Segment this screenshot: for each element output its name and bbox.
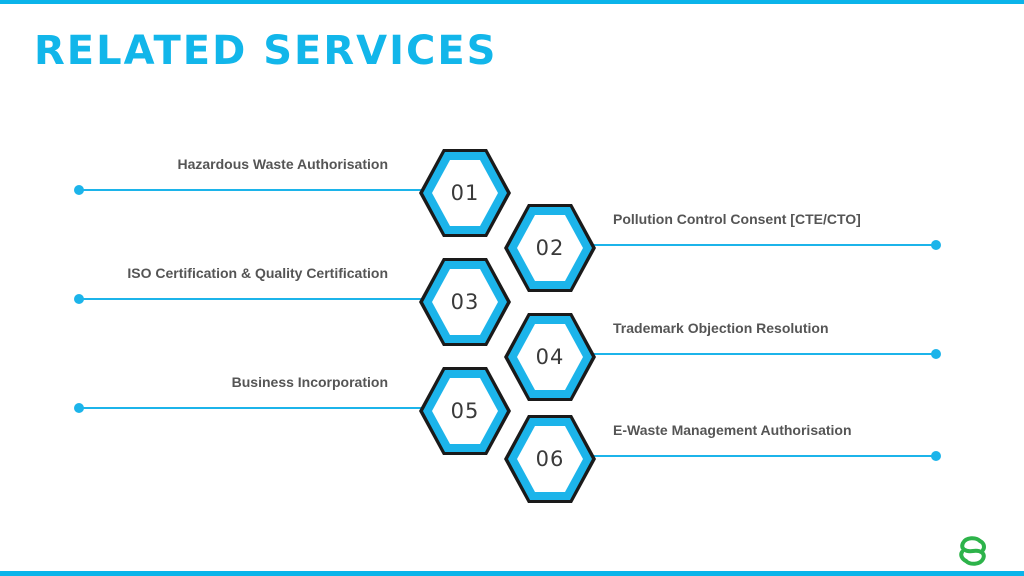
service-number-02: 02 — [535, 236, 565, 260]
service-hex-04: 04 — [502, 311, 598, 403]
connector-line-05 — [79, 407, 424, 409]
hexagon-shape — [504, 204, 596, 292]
service-number-03: 03 — [450, 290, 480, 314]
service-hex-05: 05 — [417, 365, 513, 457]
service-label-06: E-Waste Management Authorisation — [613, 422, 852, 438]
service-label-01: Hazardous Waste Authorisation — [177, 156, 388, 172]
company-logo-icon — [956, 535, 990, 567]
connector-dot-02 — [931, 240, 941, 250]
connector-line-04 — [590, 353, 936, 355]
top-accent-bar — [0, 0, 1024, 4]
connector-line-02 — [590, 244, 936, 246]
connector-line-03 — [79, 298, 424, 300]
hexagon-shape — [504, 415, 596, 503]
service-hex-03: 03 — [417, 256, 513, 348]
connector-dot-01 — [74, 185, 84, 195]
service-number-06: 06 — [535, 447, 565, 471]
service-number-05: 05 — [450, 399, 480, 423]
connector-dot-04 — [931, 349, 941, 359]
connector-line-01 — [79, 189, 424, 191]
service-hex-01: 01 — [417, 147, 513, 239]
service-label-05: Business Incorporation — [231, 374, 388, 390]
bottom-accent-bar — [0, 571, 1024, 576]
service-label-03: ISO Certification & Quality Certificatio… — [127, 265, 388, 281]
service-label-04: Trademark Objection Resolution — [613, 320, 829, 336]
service-label-02: Pollution Control Consent [CTE/CTO] — [613, 211, 861, 227]
connector-dot-03 — [74, 294, 84, 304]
service-hex-06: 06 — [502, 413, 598, 505]
connector-dot-05 — [74, 403, 84, 413]
connector-line-06 — [590, 455, 936, 457]
hexagon-shape — [504, 313, 596, 401]
page-title: RELATED SERVICES — [34, 28, 498, 74]
hexagon-shape — [419, 367, 511, 455]
service-number-01: 01 — [450, 181, 480, 205]
service-number-04: 04 — [535, 345, 565, 369]
hexagon-shape — [419, 149, 511, 237]
connector-dot-06 — [931, 451, 941, 461]
service-hex-02: 02 — [502, 202, 598, 294]
hexagon-shape — [419, 258, 511, 346]
